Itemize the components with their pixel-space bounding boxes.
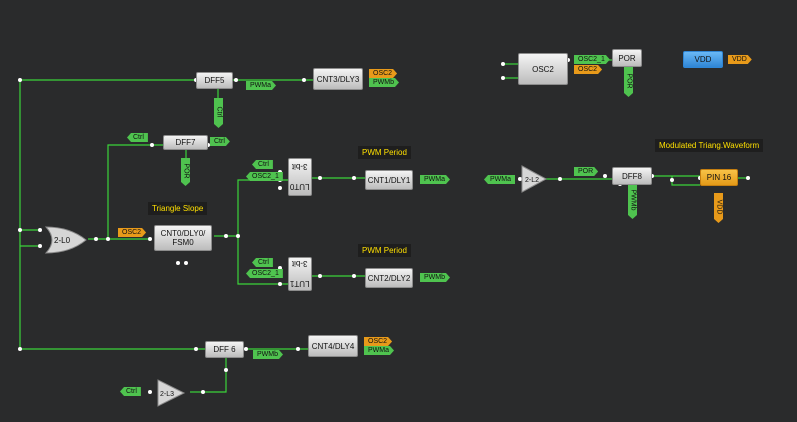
dff6-label: DFF 6 [213,345,236,354]
dff7-block[interactable]: DFF7 [163,135,208,150]
pwmb-dff8-tag: PWMb [628,185,637,219]
note-triangle-slope: Triangle Slope [148,202,208,215]
dff5-block[interactable]: DFF5 [196,72,233,89]
pwma-cnt4-tag: PWMa [364,346,394,355]
cnt0-label-2: FSM0 [172,238,194,247]
osc2-cnt0-tag: OSC2 [118,228,146,237]
pwmb-cnt2-tag: PWMb [420,273,450,282]
osc2-out-tag: OSC2 [574,65,602,74]
buffer-gate-l2[interactable]: 2-L2 [520,164,550,194]
pwma-l2-tag: PWMa [484,175,515,184]
pwmb-tag: PWMb [369,78,399,87]
cnt3-label: CNT3/DLY3 [316,74,360,84]
dff5-label: DFF5 [204,76,225,85]
note-pwm-period-1: PWM Period [358,146,411,159]
ctrl-l3-tag: Ctrl [120,387,141,396]
osc2-1-lut0-tag: OSC2_1 [246,172,283,181]
cnt2-block[interactable]: CNT2/DLY2 [365,268,413,288]
or-gate-label: 2-L0 [54,236,71,245]
dff7-label: DFF7 [175,138,196,147]
ctrl-lut1-tag: Ctrl [252,258,273,267]
osc2-label: OSC2 [532,64,554,74]
ctrl-lut0-tag: Ctrl [252,160,273,169]
osc2-cnt4-tag: OSC2 [364,337,392,346]
osc2-block[interactable]: OSC2 [518,53,568,85]
ctrl-vertical-tag: Ctrl [214,98,223,128]
lut0-block[interactable]: 3-bit LUT0 [288,158,312,196]
cnt0-block[interactable]: CNT0/DLY0/ FSM0 [154,225,212,251]
note-pwm-period-2: PWM Period [358,244,411,257]
pwma-cnt1-tag: PWMa [420,175,450,184]
por-block[interactable]: POR [612,49,642,67]
osc2-1-lut1-tag: OSC2_1 [246,269,283,278]
pwma-tag: PWMa [246,81,276,90]
ctrl-in-tag: Ctrl [127,133,148,142]
buffer-gate-l3[interactable]: 2-L3 [156,378,188,408]
pwmb-dff6-tag: PWMb [253,350,283,359]
vdd-label: VDD [694,55,712,64]
cnt3-block[interactable]: CNT3/DLY3 [313,68,363,90]
cnt0-label-1: CNT0/DLY0/ [160,229,206,238]
cnt1-block[interactable]: CNT1/DLY1 [365,170,413,190]
osc2-tag: OSC2 [369,69,397,78]
vdd-out-tag: VDD [728,55,752,64]
vdd-block[interactable]: VDD [683,51,723,68]
l3-gate-label: 2-L3 [160,391,174,398]
ctrl-out-tag: Ctrl [210,137,230,146]
cnt2-label: CNT2/DLY2 [367,273,411,283]
note-modulated-waveform: Modulated Triang.Waveform [655,139,764,152]
por-dff8-tag: POR [574,167,598,176]
lut1-label-2: LUT1 [290,278,310,288]
por-dff7-tag: POR [181,158,190,186]
lut0-label-2: LUT0 [290,181,310,191]
or-gate-l0[interactable]: 2-L0 [40,226,90,254]
l2-gate-label: 2-L2 [525,177,539,184]
lut1-block[interactable]: 3-bit LUT1 [288,257,312,291]
por-label: POR [618,53,636,63]
vdd-pin16-tag: VDD [714,193,723,223]
cnt1-label: CNT1/DLY1 [367,175,411,185]
dff8-block[interactable]: DFF8 [612,167,652,185]
lut1-label-1: 3-bit [292,258,308,268]
osc2-1-out-tag: OSC2_1 [574,55,610,64]
cnt4-block[interactable]: CNT4/DLY4 [308,335,358,357]
cnt4-label: CNT4/DLY4 [311,341,355,351]
pin16-block[interactable]: PIN 16 [700,169,738,186]
dff8-label: DFF8 [622,171,642,181]
lut0-label-1: 3-bit [292,161,308,171]
dff6-block[interactable]: DFF 6 [205,341,244,358]
por-out-tag: POR [624,67,633,97]
pin16-label: PIN 16 [706,173,732,182]
